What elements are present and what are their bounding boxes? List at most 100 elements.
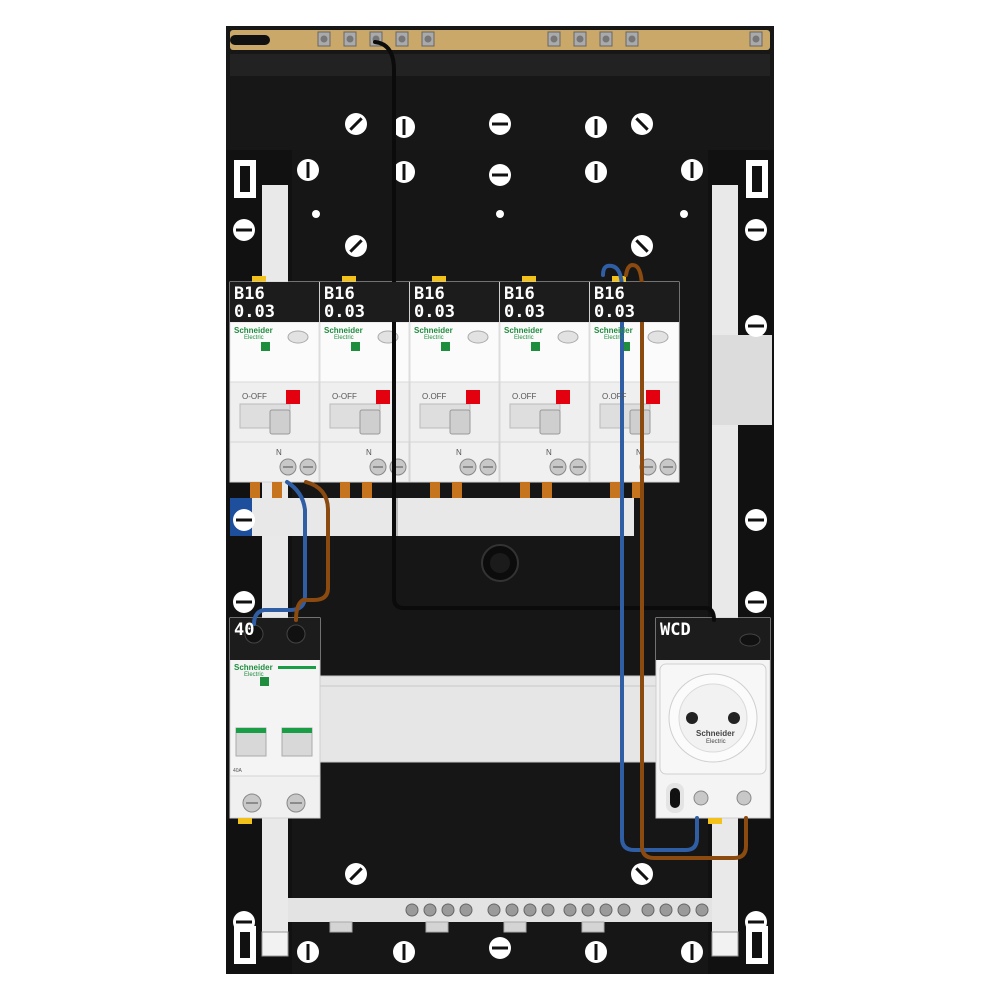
brown-wire-main-to-rcbo: [294, 480, 330, 622]
terminal-screw-icon: [523, 903, 537, 917]
busbar-clamp-icon: [421, 31, 435, 47]
rcbo-rating: B16: [234, 284, 265, 304]
corner-bracket: [746, 160, 768, 198]
busbar-clamp-icon: [599, 31, 613, 47]
main-switch-rating: 40A: [233, 768, 242, 774]
terminal-screw-icon: [242, 793, 262, 813]
mounting-slot-icon: [297, 941, 319, 963]
terminal-screw-icon: [405, 903, 419, 917]
socket-pin-hole: [686, 712, 698, 724]
mounting-slot-icon: [233, 509, 255, 531]
mounting-slot-icon: [233, 591, 255, 613]
mounting-slot-icon: [489, 164, 511, 186]
terminal-screw-icon: [563, 903, 577, 917]
schneider-logo-subtext: Electric: [604, 335, 624, 341]
socket-pin-hole: [728, 712, 740, 724]
busbar-clamp-icon: [395, 31, 409, 47]
trip-indicator: [286, 390, 300, 404]
terminal-screw-icon: [286, 793, 306, 813]
schneider-logo-text: Schneider: [234, 326, 273, 335]
mounting-slot-icon: [631, 113, 653, 135]
mounting-slot-icon: [745, 219, 767, 241]
din-cover-middle: [317, 675, 661, 763]
off-label: O.OFF: [602, 392, 627, 401]
rcbo-toggle[interactable]: [539, 409, 561, 435]
off-label: O.OFF: [512, 392, 537, 401]
rcbo-rating: B16: [414, 284, 445, 304]
hole-dot: [312, 210, 320, 218]
terminal-screw-icon: [599, 903, 613, 917]
terminal-screw-icon: [617, 903, 631, 917]
corner-bracket: [234, 160, 256, 198]
rcbo-sensitivity: 0.03: [414, 302, 455, 322]
neutral-label: N: [546, 448, 552, 457]
mounting-slot-icon: [681, 159, 703, 181]
test-button[interactable]: [557, 330, 579, 344]
wall-socket-module: [655, 617, 771, 824]
mounting-slot-icon: [393, 161, 415, 183]
terminal-screw-icon: [549, 458, 567, 476]
busbar-clamp-icon: [625, 31, 639, 47]
terminal-screw-icon: [479, 458, 497, 476]
schneider-logo-text: Schneider: [696, 729, 735, 738]
schneider-logo-text: Schneider: [414, 326, 453, 335]
schneider-logo-subtext: Electric: [424, 335, 444, 341]
off-label: O-OFF: [332, 392, 357, 401]
off-label: O-OFF: [242, 392, 267, 401]
schneider-logo-text: Schneider: [324, 326, 363, 335]
test-button[interactable]: [647, 330, 669, 344]
brown-wire-rcbo-to-socket: [624, 263, 748, 860]
rcbo-rating-label: B16 0.03: [230, 282, 319, 322]
terminal-screw-icon: [659, 458, 677, 476]
schneider-logo-text: Schneider: [594, 326, 633, 335]
schneider-logo-subtext: Electric: [334, 335, 354, 341]
rcbo-toggle[interactable]: [359, 409, 381, 435]
rcbo-rating-label: B16 0.03: [410, 282, 499, 322]
off-label: O.OFF: [422, 392, 447, 401]
comb-bar-upper: [230, 498, 634, 536]
busbar-clamp-icon: [317, 31, 331, 47]
corner-bracket: [746, 926, 768, 964]
schneider-logo-text: Schneider: [504, 326, 543, 335]
mounting-slot-icon: [233, 219, 255, 241]
rcbo-sensitivity: 0.03: [504, 302, 545, 322]
schneider-logo-subtext: Electric: [244, 672, 264, 678]
mounting-slot-icon: [489, 937, 511, 959]
mounting-slot-icon: [393, 941, 415, 963]
trip-indicator: [466, 390, 480, 404]
mounting-slot-icon: [345, 113, 367, 135]
mounting-slot-icon: [631, 863, 653, 885]
rcbo-rating-label: B16 0.03: [500, 282, 589, 322]
mounting-slot-icon: [393, 116, 415, 138]
terminal-screw-icon: [581, 903, 595, 917]
mounting-slot-icon: [585, 161, 607, 183]
schneider-logo-subtext: Electric: [244, 335, 264, 341]
blue-wire-main-to-rcbo: [252, 480, 307, 626]
terminal-screw-icon: [695, 903, 709, 917]
terminal-screw-icon: [505, 903, 519, 917]
mounting-slot-icon: [585, 941, 607, 963]
terminal-screw-icon: [677, 903, 691, 917]
terminal-screw-icon: [569, 458, 587, 476]
mounting-slot-icon: [489, 113, 511, 135]
rcbo-rating-label: B16 0.03: [590, 282, 679, 322]
test-button[interactable]: [467, 330, 489, 344]
mounting-slot-icon: [745, 591, 767, 613]
busbar-clamp-icon: [343, 31, 357, 47]
terminal-screw-icon: [299, 458, 317, 476]
rcbo-toggle[interactable]: [449, 409, 471, 435]
mounting-slot-icon: [681, 941, 703, 963]
mounting-slot-icon: [585, 116, 607, 138]
rcbo-sensitivity: 0.03: [594, 302, 635, 322]
terminal-screw-icon: [369, 458, 387, 476]
trip-indicator: [376, 390, 390, 404]
test-button[interactable]: [287, 330, 309, 344]
trip-indicator: [646, 390, 660, 404]
rcbo-toggle[interactable]: [269, 409, 291, 435]
busbar-clamp-icon: [573, 31, 587, 47]
neutral-label: N: [636, 448, 642, 457]
rcbo-sensitivity: 0.03: [234, 302, 275, 322]
neutral-label: N: [456, 448, 462, 457]
